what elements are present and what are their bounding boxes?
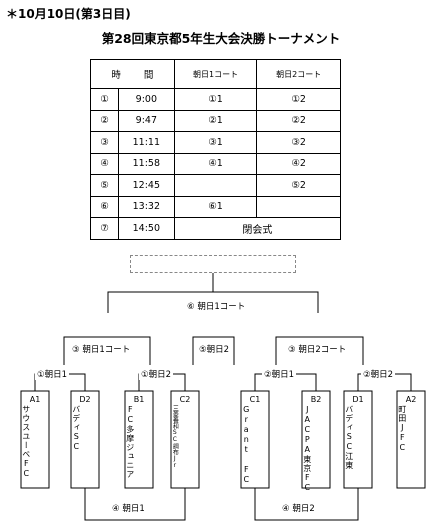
table-row: ⑤ 12:45 ⑤2 xyxy=(90,174,341,197)
team-name: サウスユーベFC xyxy=(21,404,31,479)
team-box: D1 バディSC江東 xyxy=(344,395,372,470)
team-seed: B1 xyxy=(133,395,145,404)
team-box: C1 Grant FC xyxy=(241,395,269,485)
team-name: Grant FC xyxy=(241,404,251,485)
third-place-label: ⑤朝日2 xyxy=(197,343,232,355)
final-match-label: ⑥ 朝日1コート xyxy=(185,300,248,312)
quarterfinal-label: ①朝日2 xyxy=(139,368,174,380)
team-seed: D2 xyxy=(79,395,91,404)
team-seed: B2 xyxy=(310,395,322,404)
team-seed: A2 xyxy=(405,395,417,404)
team-box: A1 サウスユーベFC xyxy=(21,395,49,479)
team-name: FC多摩ジュニア xyxy=(125,404,135,479)
match-time: 13:32 xyxy=(117,195,175,218)
team-box: C2 三菱養和SC調布Jr xyxy=(171,395,199,469)
schedule-table: 時 間 朝日1コート 朝日2コート ① 9:00 ①1 ①2 ② 9:47 ②1… xyxy=(90,59,342,240)
quarterfinal-label: ①朝日1 xyxy=(35,368,70,380)
table-row: ⑥ 13:32 ⑥1 xyxy=(90,195,341,218)
team-seed: A1 xyxy=(29,395,41,404)
team-box: B2 JACPA東京FC xyxy=(302,395,330,493)
consolation-left-label: ④ 朝日1 xyxy=(110,502,147,514)
team-seed: C2 xyxy=(179,395,191,404)
team-name: 町田JFC xyxy=(397,404,407,453)
quarterfinal-label: ②朝日2 xyxy=(361,368,396,380)
consolation-right-label: ④ 朝日2 xyxy=(280,502,317,514)
match-time: 9:00 xyxy=(117,88,175,111)
semifinal-left-label: ③ 朝日1コート xyxy=(70,343,133,355)
champion-box xyxy=(130,255,296,273)
semifinal-right-label: ③ 朝日2コート xyxy=(286,343,349,355)
table-row: ① 9:00 ①1 ①2 xyxy=(90,88,341,111)
team-box: B1 FC多摩ジュニア xyxy=(125,395,153,479)
team-name: JACPA東京FC xyxy=(302,404,312,493)
team-name: 三菱養和SC調布Jr xyxy=(171,404,179,469)
team-seed: C1 xyxy=(249,395,261,404)
column-header-court2: 朝日2コート xyxy=(256,59,341,89)
column-header-time: 時 間 xyxy=(90,59,175,89)
schedule-header-row: 時 間 朝日1コート 朝日2コート xyxy=(90,59,341,89)
court2-cell: ①2 xyxy=(256,88,341,111)
table-row: ② 9:47 ②1 ②2 xyxy=(90,109,341,132)
closing-ceremony-cell: 閉会式 xyxy=(173,217,342,240)
team-seed: D1 xyxy=(352,395,364,404)
team-name: バディSC xyxy=(71,404,81,452)
team-box: A2 町田JFC xyxy=(397,395,425,453)
match-number: ⑦ xyxy=(90,217,119,240)
team-name: バディSC江東 xyxy=(344,404,354,470)
event-date: ＊10月10日(第3日目) xyxy=(6,7,131,21)
page-title: 第28回東京都5年生大会決勝トーナメント xyxy=(101,31,341,46)
table-row: ③ 11:11 ③1 ③2 xyxy=(90,131,341,154)
quarterfinal-label: ②朝日1 xyxy=(262,368,297,380)
table-row: ⑦ 14:50 閉会式 xyxy=(90,217,342,240)
column-header-court1: 朝日1コート xyxy=(173,59,258,89)
team-box: D2 バディSC xyxy=(71,395,99,452)
match-time: 11:58 xyxy=(117,152,175,175)
